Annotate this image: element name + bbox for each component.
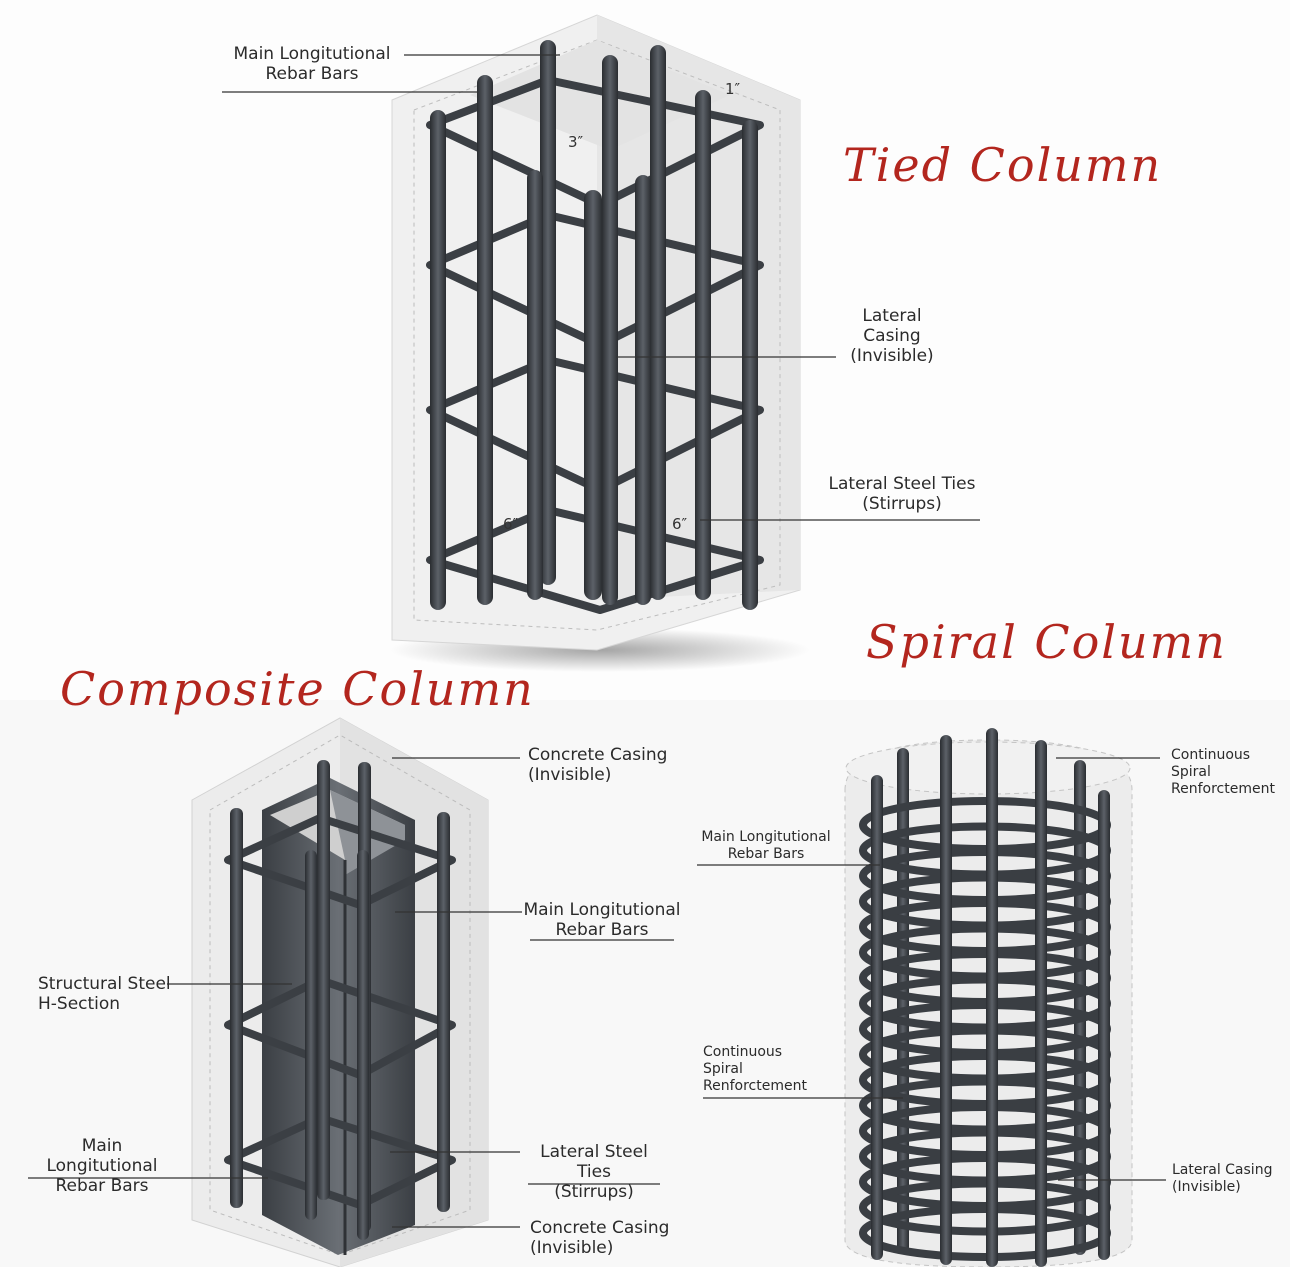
label-composite-main-rebar-left: Main Longitutional Rebar Bars (46, 1136, 158, 1196)
label-tied-lateral-casing: Lateral Casing (Invisible) (850, 306, 934, 366)
tied-column-diagram (390, 14, 810, 672)
tied-vertical-bars (430, 40, 758, 610)
label-spiral-continuous-top: Continuous Spiral Renforctement (1171, 747, 1275, 797)
label-spiral-lateral-casing: Lateral Casing (Invisible) (1172, 1162, 1273, 1195)
label-composite-lateral-ties: Lateral Steel Ties (Stirrups) (540, 1142, 648, 1202)
dim-left-offset: 6″ (503, 515, 519, 533)
spiral-leader-lines (697, 757, 1166, 1181)
dim-spacing: 3″ (568, 133, 584, 151)
composite-leader-lines (28, 757, 674, 1228)
dim-cover: 1″ (725, 80, 741, 98)
composite-column-diagram (191, 717, 489, 1267)
title-spiral-column: Spiral Column (866, 615, 1227, 669)
label-composite-casing-bottom: Concrete Casing (Invisible) (530, 1218, 670, 1258)
label-composite-main-rebar-right: Main Longitutional Rebar Bars (523, 900, 681, 940)
dim-right-offset: 6″ (672, 515, 688, 533)
label-spiral-main-rebar: Main Longitutional Rebar Bars (701, 829, 831, 862)
label-composite-steel-section: Structural Steel H-Section (38, 974, 171, 1014)
label-tied-lateral-ties: Lateral Steel Ties (Stirrups) (828, 474, 976, 514)
spiral-column-diagram (844, 728, 1133, 1267)
label-composite-casing-top: Concrete Casing (Invisible) (528, 745, 668, 785)
tied-leader-lines (222, 54, 980, 521)
label-spiral-continuous-mid: Continuous Spiral Renforctement (703, 1044, 807, 1094)
label-tied-main-rebar: Main Longitutional Rebar Bars (233, 44, 391, 84)
title-composite-column: Composite Column (60, 662, 535, 716)
title-tied-column: Tied Column (843, 138, 1163, 192)
